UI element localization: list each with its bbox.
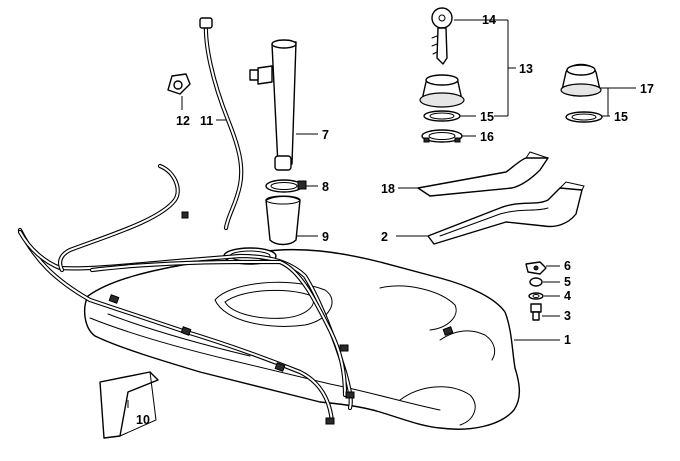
leader-lines [127, 19, 636, 408]
callout-17: 17 [640, 82, 654, 96]
rubber-pad [99, 371, 159, 439]
locking-fuel-cap [419, 74, 465, 108]
callout-18: 18 [381, 182, 395, 196]
fuel-cap [560, 63, 602, 97]
callout-13: 13 [519, 62, 533, 76]
tank-strap-lower [427, 181, 585, 245]
callout-15-left: 15 [480, 110, 494, 124]
callout-7: 7 [322, 128, 329, 142]
washer [528, 292, 544, 300]
breather-pipe [199, 17, 244, 231]
fuel-lines [17, 163, 454, 425]
callout-6: 6 [564, 259, 571, 273]
callout-8: 8 [322, 180, 329, 194]
callout-9: 9 [322, 230, 329, 244]
callout-16: 16 [480, 130, 494, 144]
callout-14: 14 [482, 13, 496, 27]
callout-3: 3 [564, 309, 571, 323]
callout-4: 4 [564, 289, 571, 303]
callout-11: 11 [200, 114, 213, 128]
callout-12: 12 [176, 114, 190, 128]
callout-labels: 1 2 3 4 5 6 7 8 9 10 11 12 13 14 15 16 1… [136, 13, 654, 427]
clip-bracket [167, 73, 191, 95]
bolt [530, 303, 542, 321]
filler-hose [265, 195, 301, 246]
gasket-right [565, 111, 603, 123]
hose-clamp [265, 179, 307, 193]
callout-10: 10 [136, 413, 150, 427]
callout-5: 5 [564, 275, 571, 289]
bayonet-ring [421, 129, 463, 143]
key [431, 7, 453, 65]
filler-pipe [249, 39, 297, 171]
rubber-bushing [529, 277, 543, 287]
tank-strap-upper [417, 151, 549, 197]
callout-1: 1 [564, 333, 571, 347]
gasket-left [423, 110, 461, 122]
callout-2: 2 [381, 230, 388, 244]
callout-15-right: 15 [614, 110, 628, 124]
mounting-bracket [525, 261, 547, 275]
